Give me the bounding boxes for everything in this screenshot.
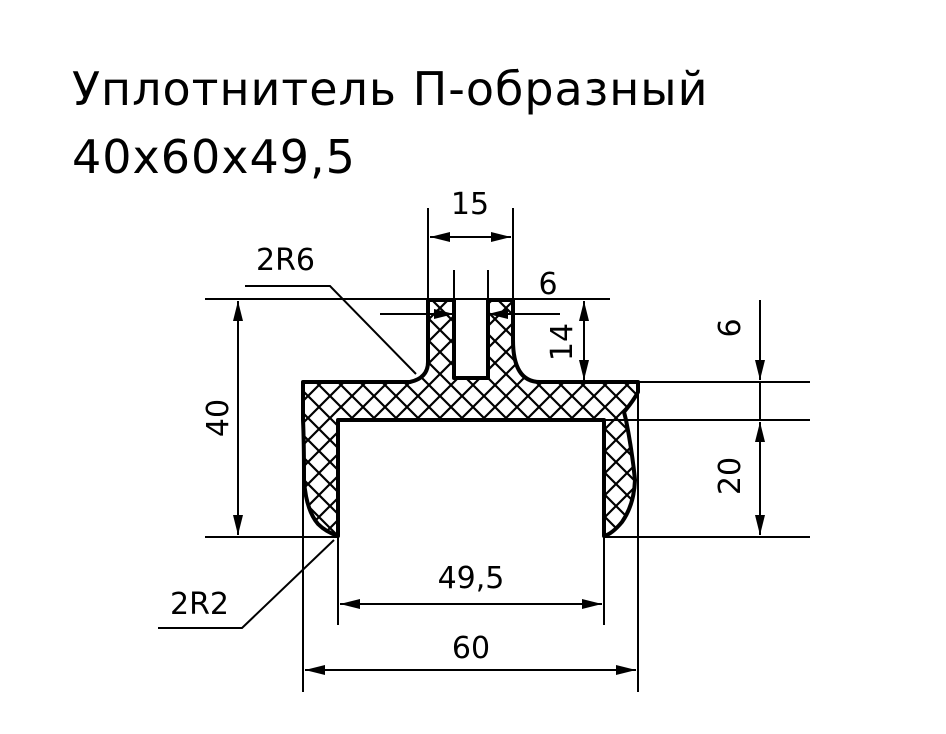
slot-gap xyxy=(456,300,486,376)
dim-6-slot-label: 6 xyxy=(538,267,557,302)
dim-40-label: 40 xyxy=(201,399,236,437)
dim-15-label: 15 xyxy=(451,187,489,222)
drawing-size: 40х60х49,5 xyxy=(72,130,356,184)
drawing-title: Уплотнитель П-образный xyxy=(72,62,709,116)
dim-49-5-label: 49,5 xyxy=(438,561,505,596)
leader-2r6 xyxy=(245,285,417,375)
dim-20-label: 20 xyxy=(713,457,748,495)
radius-2r2-label: 2R2 xyxy=(170,587,229,622)
dim-14-label: 14 xyxy=(545,323,580,361)
dim-6-top-label: 6 xyxy=(713,318,748,337)
radius-2r6-label: 2R6 xyxy=(256,243,315,278)
dim-60-label: 60 xyxy=(452,631,490,666)
seal-profile xyxy=(301,298,640,538)
